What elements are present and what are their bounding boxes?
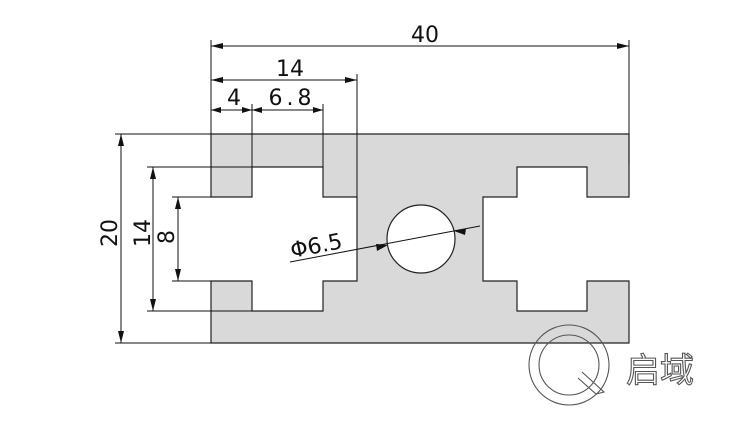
dimension-overall-height: 20 xyxy=(98,219,123,247)
center-hole xyxy=(386,204,456,274)
arrowhead xyxy=(211,77,223,83)
watermark-ring-inner xyxy=(538,334,600,396)
dimension-slot-pitch: 14 xyxy=(276,57,304,82)
arrowhead xyxy=(376,244,388,251)
dimension-slot-edge: 4 xyxy=(227,86,241,111)
watermark-ring-icon xyxy=(528,324,610,406)
arrowhead xyxy=(345,77,357,83)
arrowhead xyxy=(211,43,223,49)
dimension-overall-width: 40 xyxy=(411,23,439,48)
arrowhead xyxy=(617,43,629,49)
dimension-hole-diameter: Φ6.5 xyxy=(288,229,344,264)
arrowhead xyxy=(313,107,323,113)
arrowhead xyxy=(150,299,156,311)
arrowhead xyxy=(150,167,156,179)
arrowhead xyxy=(175,269,181,281)
arrowhead xyxy=(175,197,181,209)
hole-diameter-leader xyxy=(289,225,481,263)
watermark-q-tail xyxy=(577,371,606,395)
dimension-slot-opening: 6.8 xyxy=(269,86,316,111)
arrowhead xyxy=(252,107,262,113)
arrowhead xyxy=(118,331,124,343)
watermark-logo: 启域 xyxy=(528,324,695,406)
dimension-slot-height: 8 xyxy=(155,230,180,244)
dimension-inner-height: 14 xyxy=(131,219,156,247)
arrowhead xyxy=(242,107,252,113)
arrowhead xyxy=(454,229,466,235)
arrowhead xyxy=(118,134,124,146)
arrowhead xyxy=(211,107,221,113)
watermark-text: 启域 xyxy=(626,351,694,391)
